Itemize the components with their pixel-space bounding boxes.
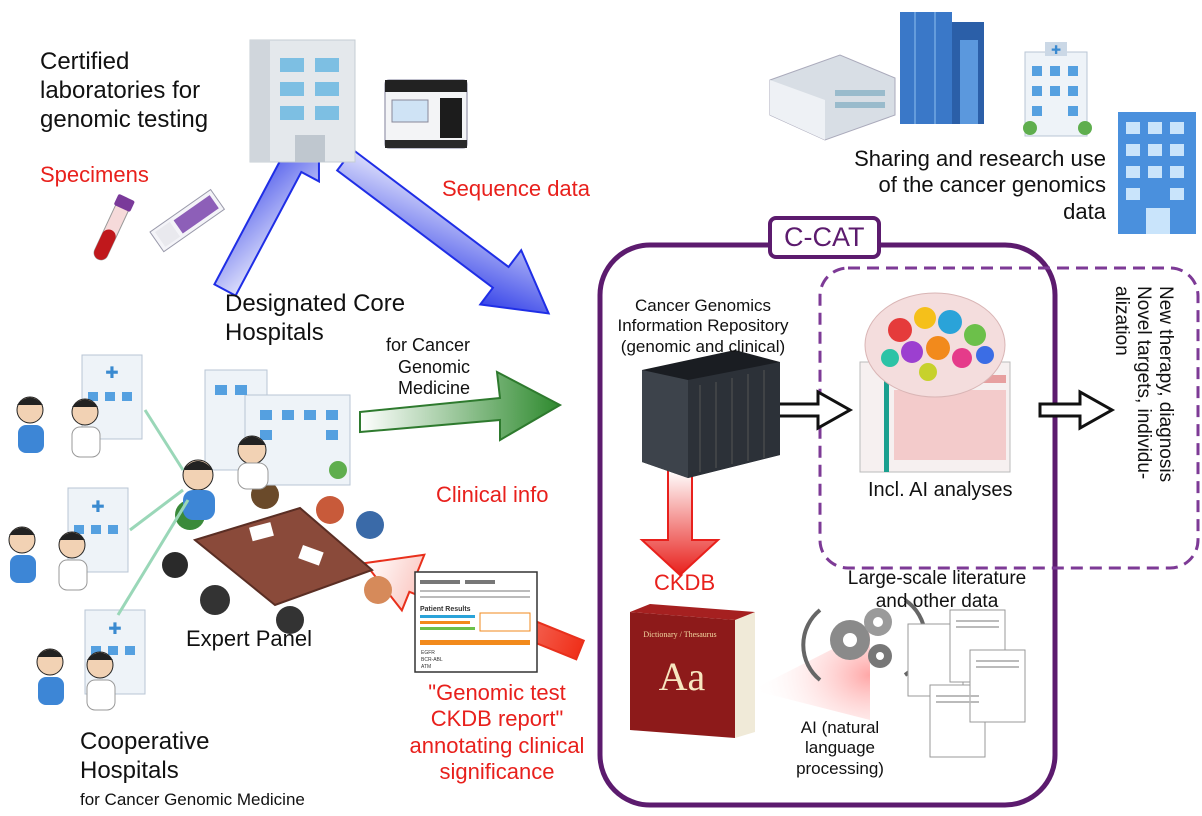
sequencer-icon xyxy=(384,79,468,149)
literature-papers-icon xyxy=(907,609,1026,758)
report-caption: "Genomic test CKDB report" annotating cl… xyxy=(409,680,585,785)
specimen-slide-icon xyxy=(149,188,226,253)
report-doc-row-3: ATM xyxy=(421,664,431,670)
outcome-line-3: alization xyxy=(1111,286,1132,356)
cooperative-hospitals-title: Cooperative Hospitals xyxy=(80,728,210,784)
repository-to-ai-arrow xyxy=(776,389,854,431)
svg-text:✚: ✚ xyxy=(91,497,104,516)
ai-to-outcomes-arrow xyxy=(1038,389,1116,431)
svg-text:✚: ✚ xyxy=(1051,43,1061,57)
ai-gears-icon xyxy=(801,598,928,682)
ckdb-label: CKDB xyxy=(654,570,716,595)
cooperative-hospital-2-icon: ✚ xyxy=(8,487,129,591)
svg-text:✚: ✚ xyxy=(105,363,118,382)
report-document-icon xyxy=(414,571,538,673)
cooperative-connector-lines xyxy=(116,409,190,616)
labs-label: Certified laboratories for genomic testi… xyxy=(40,48,209,133)
ccat-label: C-CAT xyxy=(768,216,881,259)
outcome-line-1: New therapy, diagnosis xyxy=(1155,286,1176,482)
ckdb-book-title: Dictionary / Thesaurus xyxy=(643,630,716,639)
laboratory-building-icon xyxy=(249,39,356,163)
core-hospitals-title: Designated Core Hospitals xyxy=(225,290,406,346)
sharing-label: Sharing and research use of the cancer g… xyxy=(854,146,1106,224)
core-hospitals-subtitle: for Cancer Genomic Medicine xyxy=(385,335,470,399)
sequence-data-label: Sequence data xyxy=(442,176,591,201)
research-buildings-icon: ✚ xyxy=(769,12,1196,234)
cooperative-hospital-1-icon: ✚ xyxy=(16,354,143,458)
ai-brain-icon xyxy=(859,292,1011,473)
outcome-line-2: Novel targets, individu- xyxy=(1133,286,1154,479)
expert-panel-label: Expert Panel xyxy=(186,626,312,651)
literature-label: Large-scale literature and other data xyxy=(847,568,1027,612)
cooperative-hospital-3-icon: ✚ xyxy=(36,609,146,711)
cooperative-hospitals-subtitle: for Cancer Genomic Medicine xyxy=(80,790,305,809)
svg-text:✚: ✚ xyxy=(108,619,121,638)
report-doc-row-1: EGFR xyxy=(421,650,435,656)
ckdb-book-letters: Aa xyxy=(659,654,706,699)
ai-analyses-label: Incl. AI analyses xyxy=(868,479,1013,501)
core-hospital-icon xyxy=(182,369,351,520)
specimens-label: Specimens xyxy=(40,162,149,187)
report-doc-row-2: BCR-ABL xyxy=(421,657,443,663)
ai-nlp-label: AI (natural language processing) xyxy=(796,718,884,778)
sequence-data-arrow xyxy=(335,148,551,315)
specimen-tube-icon xyxy=(93,194,135,261)
server-repository-icon xyxy=(642,350,780,478)
clinical-info-label: Clinical info xyxy=(436,482,549,507)
clinical-info-arrow xyxy=(359,370,563,442)
ckdb-book-icon xyxy=(630,604,755,738)
repository-to-ckdb-arrow xyxy=(639,469,721,577)
report-doc-heading: Patient Results xyxy=(420,606,471,613)
repository-label: Cancer Genomics Information Repository (… xyxy=(617,296,789,356)
